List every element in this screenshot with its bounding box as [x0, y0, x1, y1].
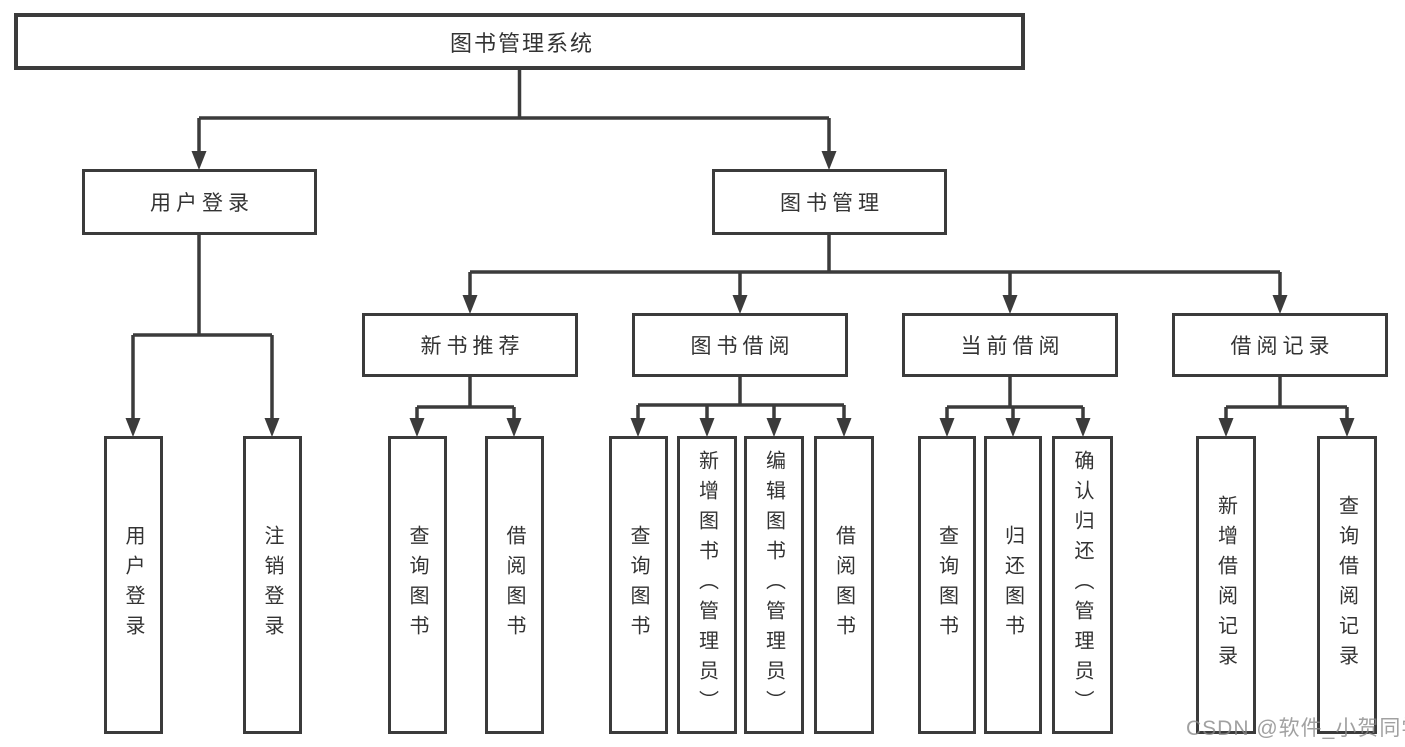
- leaf-user-login: 用户登录: [104, 436, 163, 734]
- leaf-return-book: 归还图书: [984, 436, 1042, 734]
- node-label: 新书推荐: [420, 335, 525, 358]
- leaf-edit-book-admin: 编辑图书（管理员）: [744, 436, 804, 734]
- node-label: 查询借阅记录: [1335, 495, 1358, 675]
- node-book-management: 图书管理: [712, 169, 947, 235]
- leaf-query-book-current: 查询图书: [918, 436, 976, 734]
- node-user-login: 用户登录: [82, 169, 317, 235]
- connector-current-borrow-to-leaves: [939, 377, 1091, 437]
- node-label: 图书管理系统: [449, 30, 594, 56]
- node-label: 图书管理: [780, 192, 884, 215]
- leaf-borrow-book-recommend: 借阅图书: [485, 436, 544, 734]
- leaf-borrow-book: 借阅图书: [814, 436, 874, 734]
- node-label: 新增借阅记录: [1214, 495, 1237, 675]
- node-label: 注销登录: [261, 525, 283, 645]
- connector-new-book-recommend-to-leaves: [409, 377, 522, 437]
- leaf-confirm-return-admin: 确认归还（管理员）: [1052, 436, 1113, 734]
- connector-book-management-to-level3: [462, 235, 1288, 314]
- node-label: 查询图书: [406, 525, 428, 645]
- node-label: 查询图书: [935, 525, 958, 645]
- node-label: 借阅图书: [503, 525, 525, 645]
- node-label: 用户登录: [122, 525, 144, 645]
- node-label: 查询图书: [627, 525, 649, 645]
- node-library-management-system: 图书管理系统: [14, 13, 1025, 70]
- leaf-add-book-admin: 新增图书（管理员）: [677, 436, 737, 734]
- node-label: 图书借阅: [690, 335, 795, 358]
- connector-borrow-records-to-leaves: [1218, 377, 1355, 437]
- leaf-query-borrow-record: 查询借阅记录: [1317, 436, 1377, 734]
- node-label: 归还图书: [1001, 525, 1024, 645]
- csdn-watermark: CSDN @软件_小贺同学: [1186, 717, 1405, 740]
- connector-book-borrow-to-leaves: [630, 377, 852, 437]
- leaf-query-book-borrow: 查询图书: [609, 436, 668, 734]
- leaf-add-borrow-record: 新增借阅记录: [1196, 436, 1256, 734]
- node-label: 借阅图书: [832, 525, 855, 645]
- node-label: 确认归还（管理员）: [1071, 450, 1093, 720]
- node-label: 借阅记录: [1230, 335, 1335, 358]
- node-label: 用户登录: [150, 192, 254, 215]
- node-label: 新增图书（管理员）: [695, 450, 718, 720]
- leaf-query-book-recommend: 查询图书: [388, 436, 447, 734]
- connector-user-login-to-leaves: [125, 235, 280, 437]
- node-new-book-recommend: 新书推荐: [362, 313, 578, 377]
- connector-root-to-level2: [191, 70, 837, 170]
- node-borrow-records: 借阅记录: [1172, 313, 1388, 377]
- node-current-borrow: 当前借阅: [902, 313, 1118, 377]
- node-label: 当前借阅: [960, 335, 1065, 358]
- leaf-logout: 注销登录: [243, 436, 302, 734]
- node-book-borrow: 图书借阅: [632, 313, 848, 377]
- node-label: 编辑图书（管理员）: [762, 450, 785, 720]
